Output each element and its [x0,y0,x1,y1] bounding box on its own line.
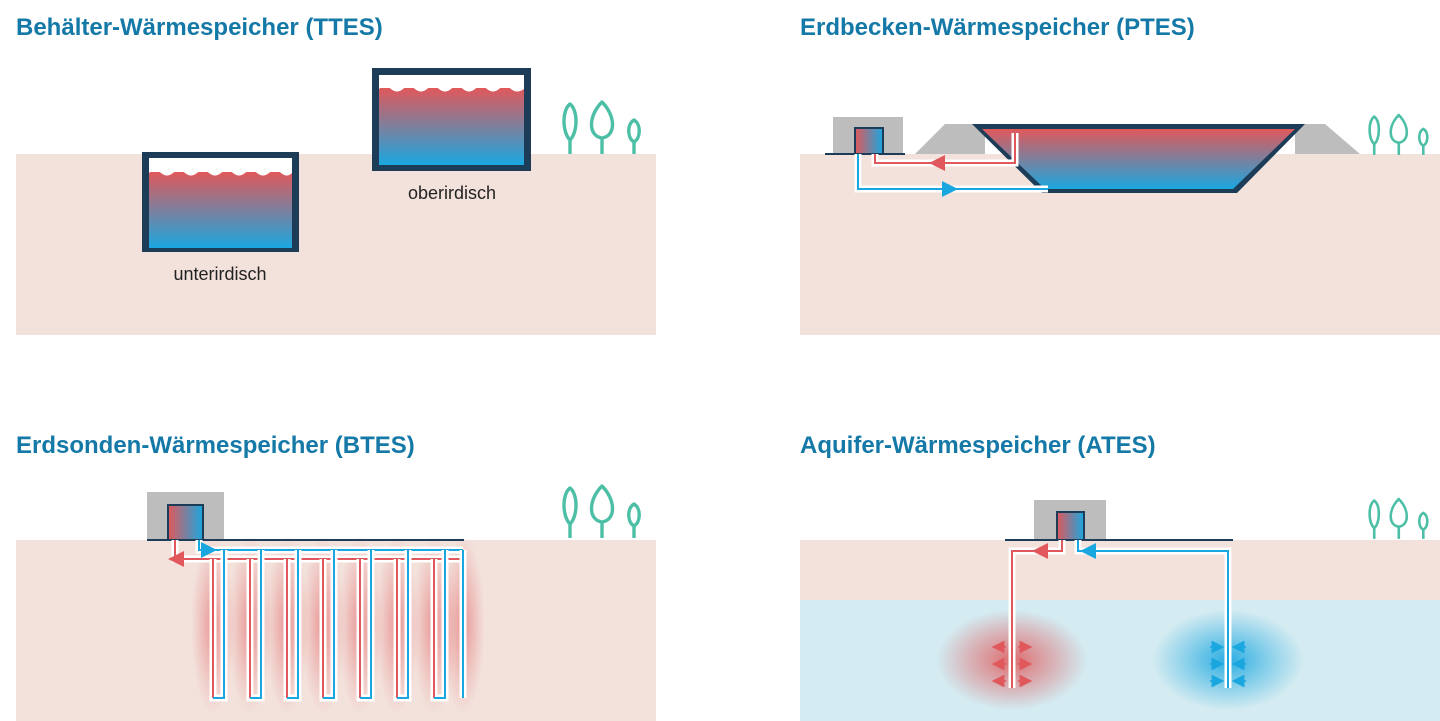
cold-flow-arrows [1210,640,1246,688]
ground [16,154,656,335]
heat-exchanger [854,127,884,155]
tank-aboveground [372,68,531,171]
tree-icon [1368,497,1429,541]
borehole-probes [209,550,467,702]
title-ptes: Erdbecken-Wärmespeicher (PTES) [800,14,1195,41]
title-ates: Aquifer-Wärmespeicher (ATES) [800,432,1156,459]
title-btes: Erdsonden-Wärmespeicher (BTES) [16,432,415,459]
heat-exchanger [1056,511,1085,541]
tree-icon [562,484,641,540]
title-ttes: Behälter-Wärmespeicher (TTES) [16,14,383,41]
tree-icon [1368,113,1429,157]
heat-exchanger [167,504,204,541]
warm-flow-arrows [991,640,1033,688]
aquifer-layer [800,600,1440,721]
label-aboveground: oberirdisch [408,183,496,203]
ates-panel [800,497,1440,721]
ttes-panel: unterirdisch oberirdisch [16,68,656,335]
embankment-left [915,124,985,154]
tree-icon [562,100,641,156]
btes-panel [16,484,656,721]
ptes-panel [800,113,1440,335]
embankment-right [1295,124,1360,154]
tank-underground [142,152,299,252]
label-underground: unterirdisch [173,264,266,284]
